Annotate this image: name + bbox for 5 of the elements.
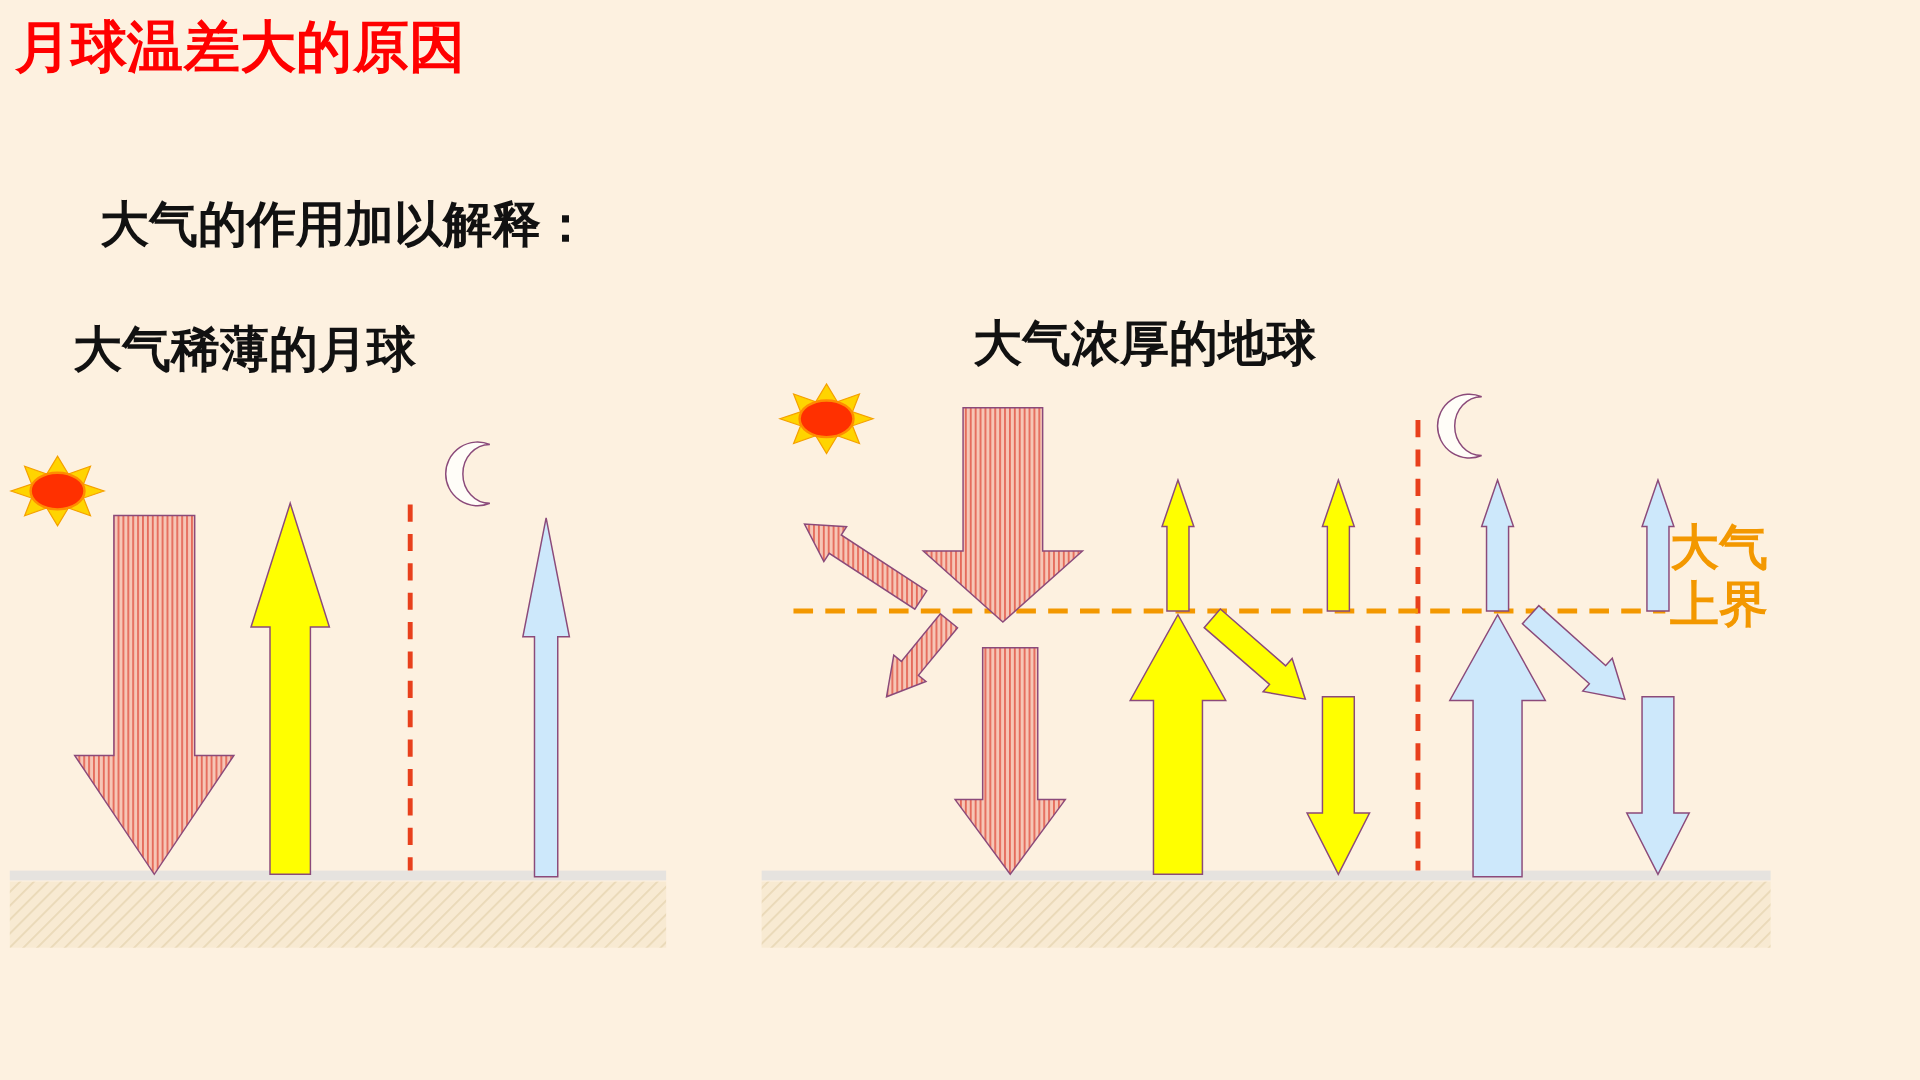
subtitle: 大气的作用加以解释： xyxy=(100,195,591,253)
panel-heading: 大气稀薄的月球 xyxy=(73,320,417,378)
panel-heading: 大气浓厚的地球 xyxy=(973,314,1317,371)
boundary-label: 大气上界 xyxy=(1670,519,1770,632)
title: 月球温差大的原因 xyxy=(14,14,466,80)
